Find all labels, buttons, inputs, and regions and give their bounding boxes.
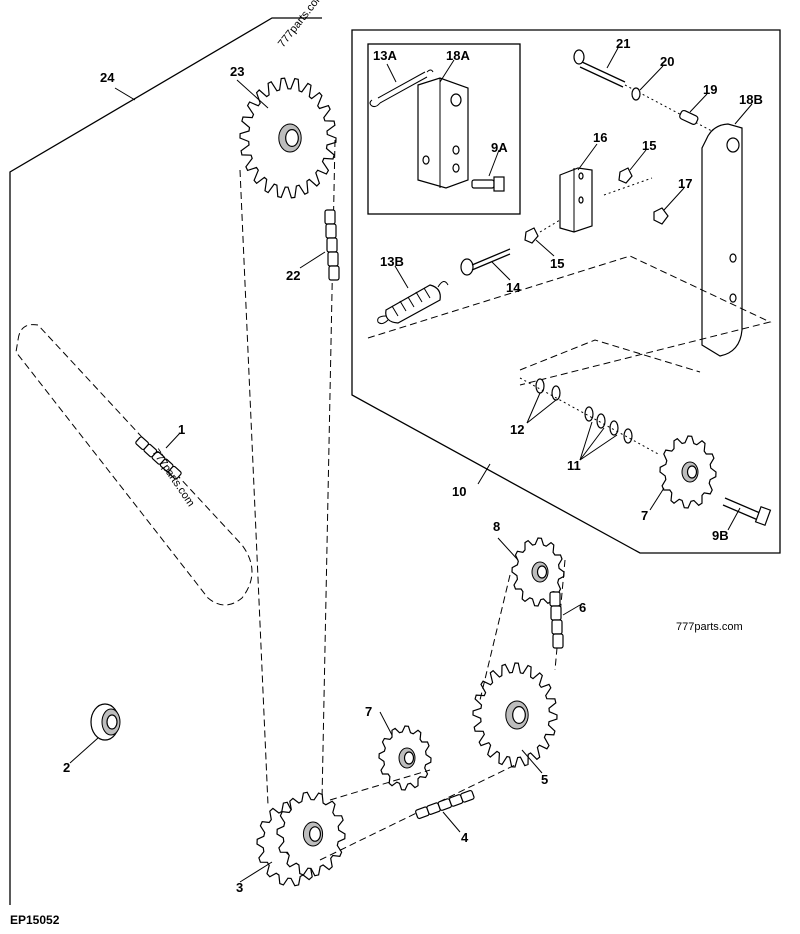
callout-21: 21	[616, 36, 630, 51]
sprocket-7-lower	[378, 725, 432, 791]
callout-20: 20	[660, 54, 674, 69]
callout-14: 14	[506, 280, 521, 295]
callout-11: 11	[567, 458, 581, 473]
callout-10: 10	[452, 484, 466, 499]
nut-17	[653, 207, 669, 225]
callout-16: 16	[593, 130, 607, 145]
callout-9a: 9A	[491, 140, 508, 155]
bracket-16	[559, 167, 593, 233]
chain-path-lower-a	[319, 764, 516, 861]
sprocket-8	[511, 537, 565, 607]
chain-path-left	[239, 169, 269, 806]
spacer-19	[679, 109, 699, 125]
leader-lines	[69, 47, 753, 883]
washer-20	[631, 87, 641, 101]
arm-18b	[701, 123, 743, 357]
chain-guide-1	[15, 324, 253, 606]
callout-6: 6	[579, 600, 586, 615]
callout-9b: 9B	[712, 528, 729, 543]
callout-13b: 13B	[380, 254, 404, 269]
sprocket-5	[472, 662, 558, 768]
chain-path-lower-upper	[329, 769, 431, 801]
chain-6	[549, 591, 564, 649]
inset-dashed-area	[367, 255, 772, 386]
callout-24: 24	[100, 70, 115, 85]
bolt-9a	[471, 176, 505, 192]
callout-19: 19	[703, 82, 717, 97]
callout-18a: 18A	[446, 48, 470, 63]
nut-15-lower	[524, 227, 539, 244]
callout-7-upper: 7	[641, 508, 648, 523]
callout-22: 22	[286, 268, 300, 283]
figure-code: EP15052	[10, 913, 60, 927]
callout-23: 23	[230, 64, 244, 79]
watermark-top: 777parts.com	[276, 0, 326, 50]
eyebolt-14	[460, 248, 511, 276]
inset-detail-box	[367, 43, 521, 215]
bracket-18a	[417, 77, 469, 189]
callout-2: 2	[63, 760, 70, 775]
spring-13b	[377, 281, 449, 325]
callout-17: 17	[678, 176, 692, 191]
watermark-chain-guide: 777parts.com	[150, 447, 197, 509]
callout-12: 12	[510, 422, 524, 437]
callout-7-lower: 7	[365, 704, 372, 719]
bushing-2	[90, 703, 121, 741]
callout-18b: 18B	[739, 92, 763, 107]
callout-15-lower: 15	[550, 256, 564, 271]
callout-5: 5	[541, 772, 548, 787]
watermark-right: 777parts.com	[676, 621, 743, 633]
chain-22	[324, 209, 340, 281]
callout-1: 1	[178, 422, 185, 437]
sprocket-23	[239, 77, 337, 199]
sprocket-7-upper	[659, 435, 717, 509]
callout-3: 3	[236, 880, 243, 895]
bolt-21	[573, 49, 626, 88]
callout-15-upper: 15	[642, 138, 656, 153]
callout-13a: 13A	[373, 48, 397, 63]
chain-4	[415, 790, 475, 820]
nut-15-upper	[618, 167, 633, 184]
spring-13a	[369, 69, 434, 108]
sprocket-3	[256, 791, 346, 887]
washers-11	[584, 406, 633, 444]
bolt-9b	[722, 497, 772, 526]
callout-8: 8	[493, 519, 500, 534]
outer-panel-outline	[9, 17, 322, 905]
washers-12	[535, 378, 561, 401]
callout-4: 4	[461, 830, 469, 845]
inset-panel-outline	[351, 29, 781, 554]
